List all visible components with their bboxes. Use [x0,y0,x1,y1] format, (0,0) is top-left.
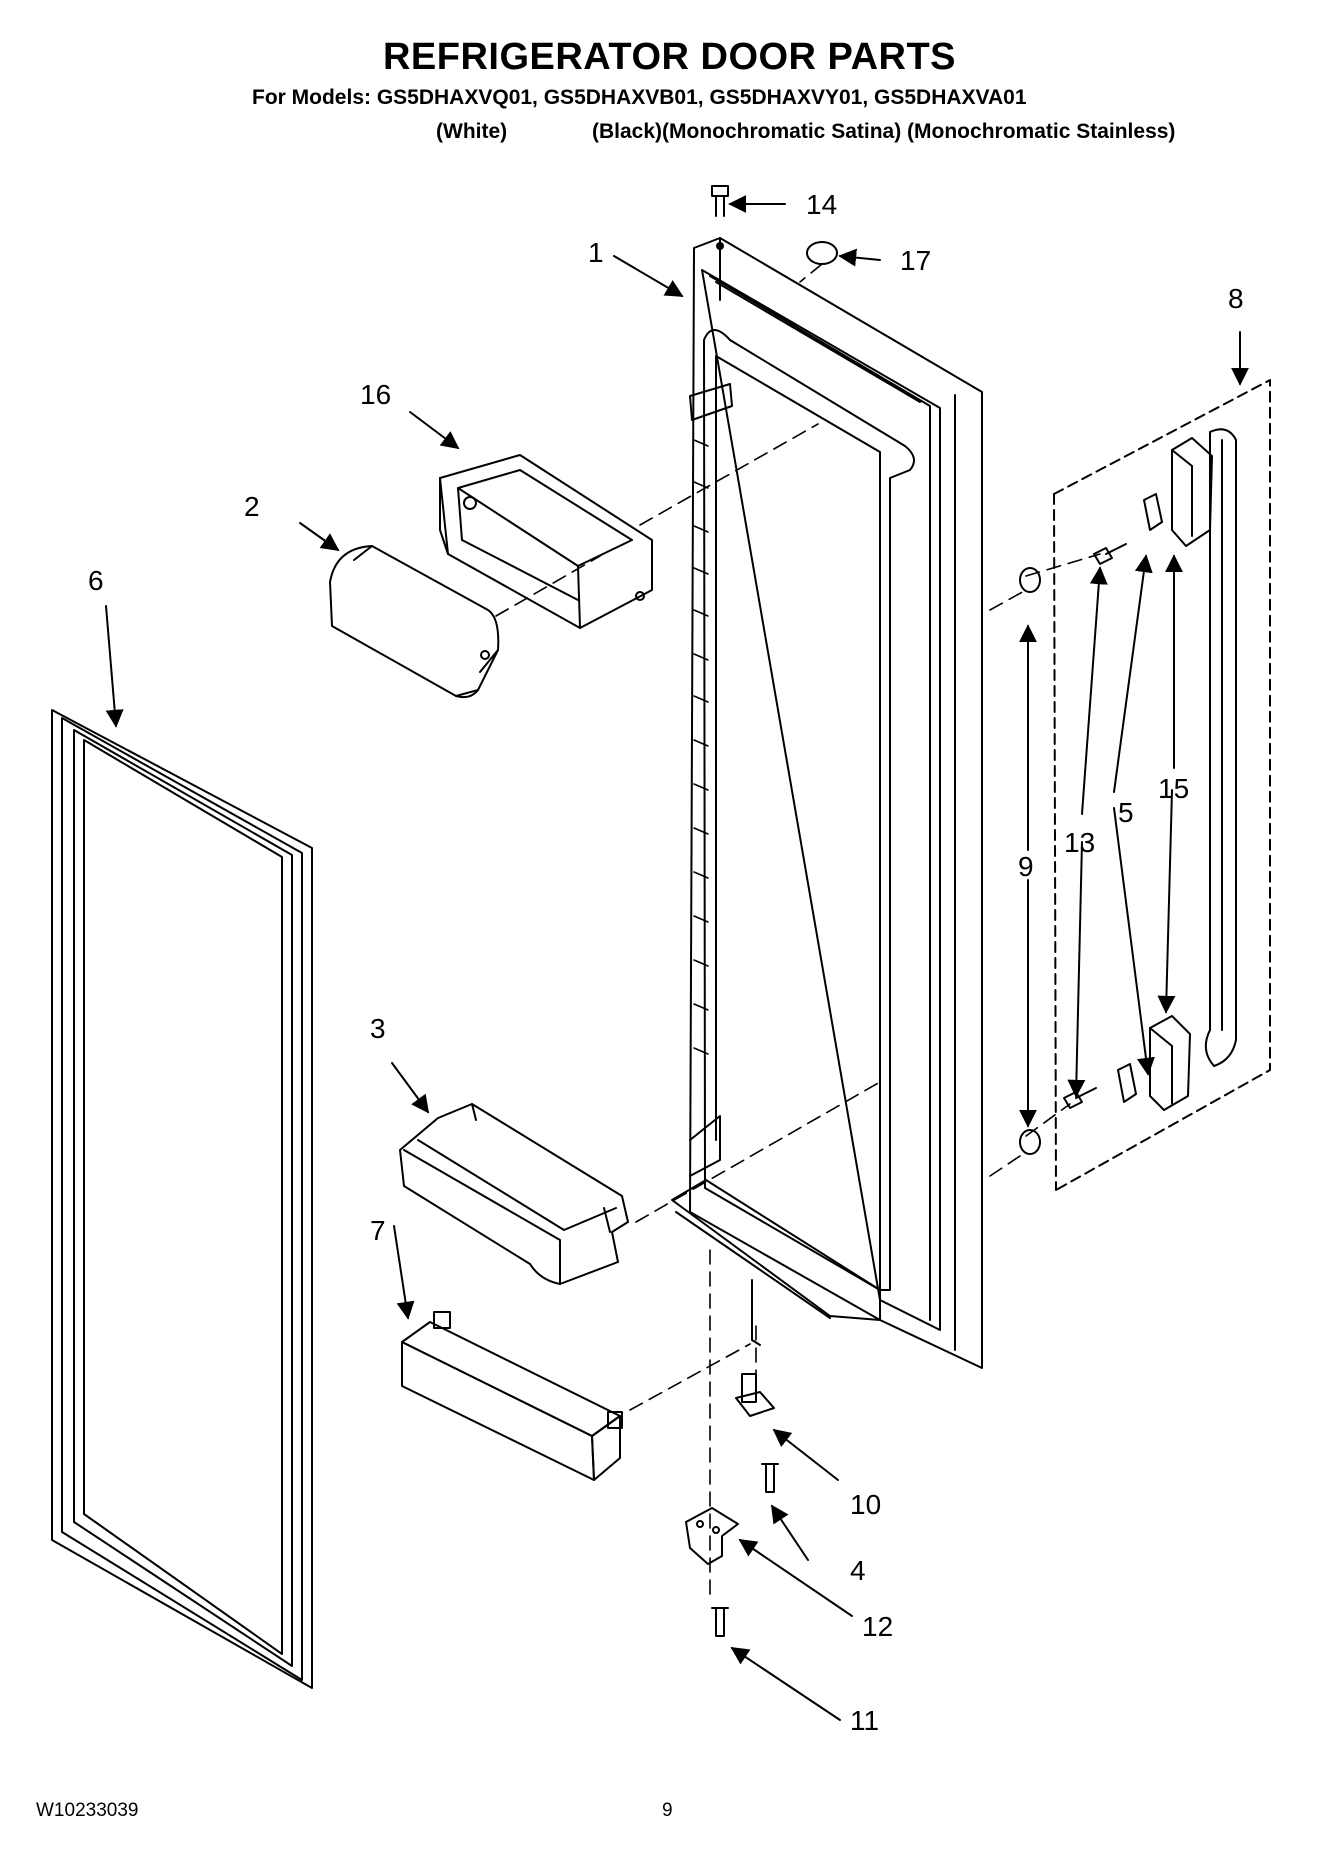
callout-2: 2 [244,491,260,522]
callout-arrows [105,195,1249,1721]
callout-10: 10 [850,1489,881,1520]
models-line: For Models: GS5DHAXVQ01, GS5DHAXVB01, GS… [252,86,1027,109]
dairy-housing [439,454,653,629]
variant-others: (Black)(Monochromatic Satina) (Monochrom… [592,120,1176,143]
callout-7: 7 [370,1215,386,1246]
door-gasket [51,709,313,1689]
callout-15: 15 [1158,773,1189,804]
liner-notches [693,439,709,1055]
callout-1: 1 [588,237,604,268]
callout-11: 11 [850,1705,879,1736]
callout-17: 17 [900,245,931,276]
callout-9: 9 [1018,851,1034,882]
callout-4: 4 [850,1555,866,1586]
page-number: 9 [662,1800,673,1821]
door-liner [671,237,983,1369]
assembly-lines [495,263,1101,1601]
page-title: REFRIGERATOR DOOR PARTS [382,36,957,78]
callout-16: 16 [360,379,391,410]
shelf-rail [401,1311,623,1481]
callout-14: 14 [806,189,837,220]
hinge-parts [685,1373,779,1637]
door-bin [399,1103,629,1285]
callout-labels: 1 2 3 4 5 6 7 8 9 10 11 12 13 14 15 16 1… [88,189,1244,1736]
handle-assembly [1019,379,1271,1191]
callout-12: 12 [862,1611,893,1642]
variant-white: (White) [436,120,508,143]
callout-3: 3 [370,1013,386,1044]
dairy-door [329,545,500,699]
callout-5: 5 [1118,797,1134,828]
callout-6: 6 [88,565,104,596]
callout-8: 8 [1228,283,1244,314]
callout-13: 13 [1064,827,1095,858]
document-number: W10233039 [36,1800,139,1821]
